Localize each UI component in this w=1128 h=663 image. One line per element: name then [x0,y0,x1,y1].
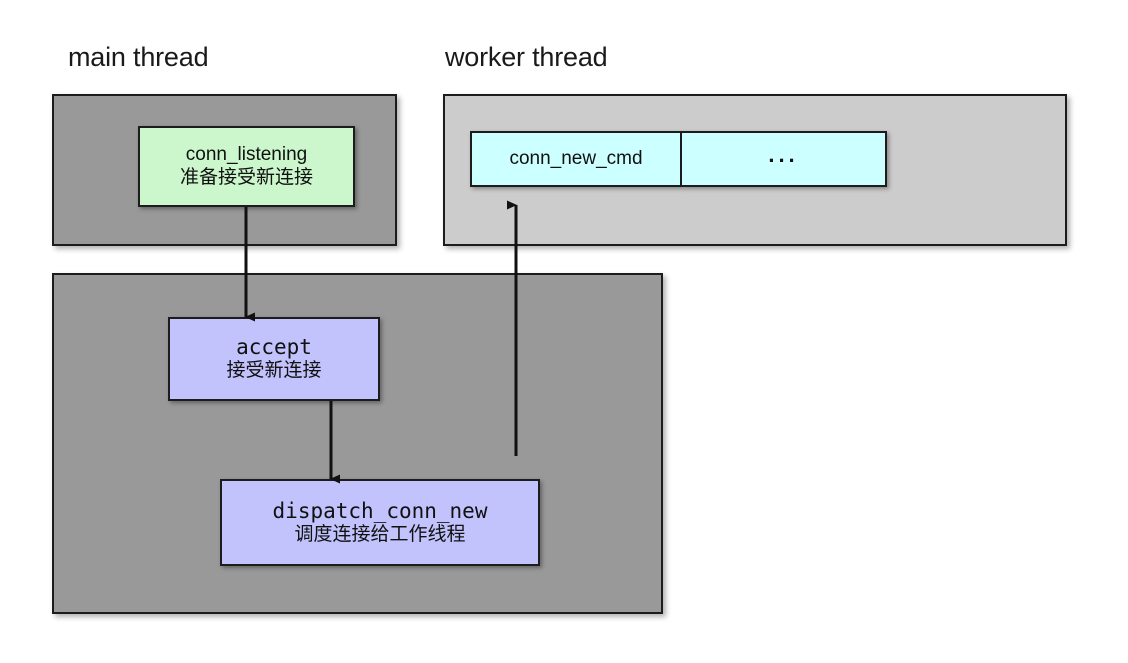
node-accept-line2: 接受新连接 [226,360,322,382]
node-dispatch-conn-new-line2: 调度连接给工作线程 [294,523,466,545]
node-conn-listening-line1: conn_listening [185,143,308,165]
queue-cell-overflow-label: ... [768,142,799,167]
node-conn-listening-line2: 准备接受新连接 [179,166,313,188]
queue-cell-overflow[interactable]: ... [682,131,887,187]
node-accept-line1: accept [236,335,312,360]
queue-cell-conn-new-cmd[interactable]: conn_new_cmd [470,131,682,187]
node-conn-listening[interactable]: conn_listening 准备接受新连接 [138,126,355,207]
node-dispatch-conn-new[interactable]: dispatch_conn_new 调度连接给工作线程 [220,479,540,566]
node-dispatch-conn-new-line1: dispatch_conn_new [272,498,488,523]
worker-thread-title: worker thread [445,42,608,72]
node-accept[interactable]: accept 接受新连接 [168,317,380,401]
queue-cell-conn-new-cmd-label: conn_new_cmd [509,148,643,169]
main-thread-title: main thread [68,42,209,72]
